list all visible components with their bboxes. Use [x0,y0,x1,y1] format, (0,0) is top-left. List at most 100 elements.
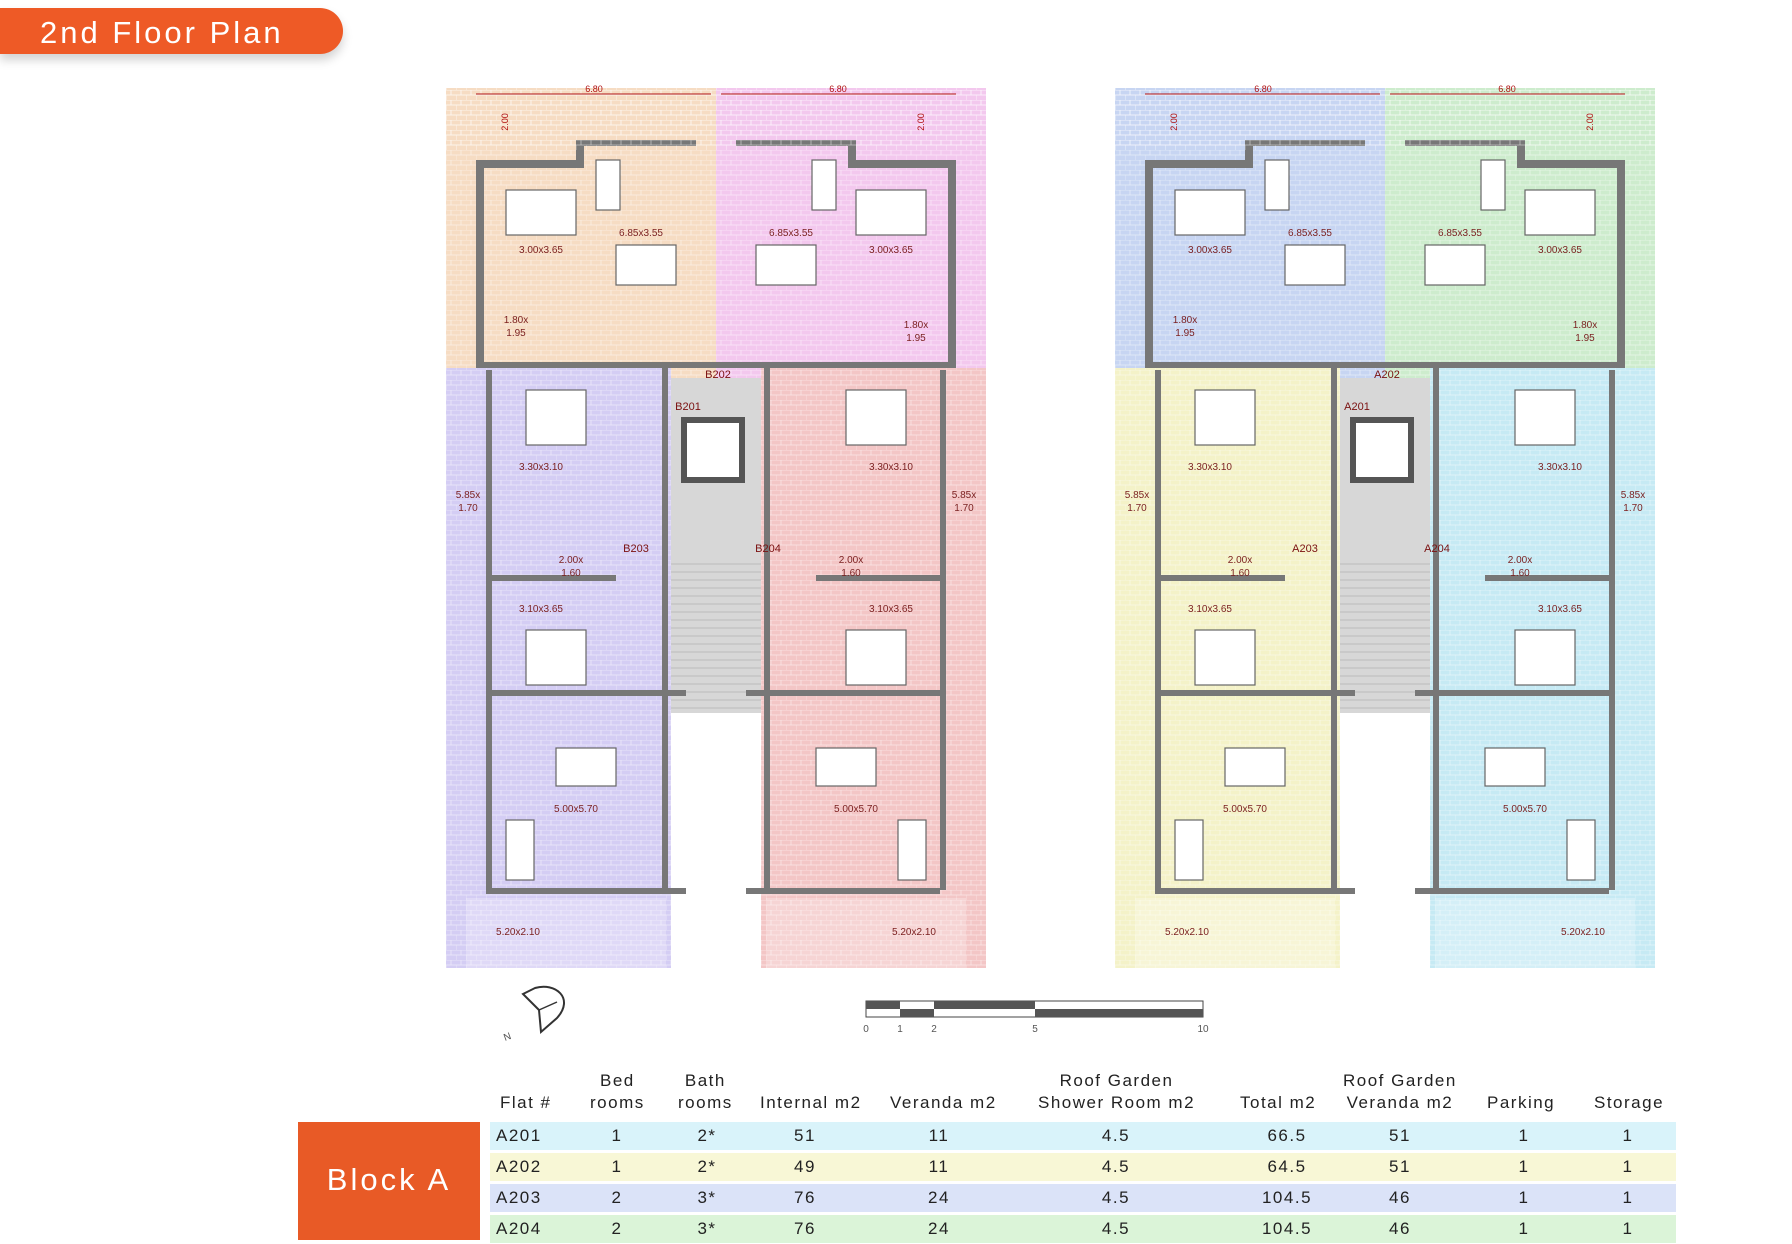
north-arrow-icon: N [502,985,565,1044]
cell-bath: 3* [697,1219,717,1238]
stair-hatch [1340,560,1430,710]
unit-code: B203 [623,543,649,555]
wall [486,888,686,894]
unit-code: B204 [755,543,781,555]
page-title: 2nd Floor Plan [40,15,284,50]
dim-top-right: 6.80 [829,84,847,94]
wall [476,362,956,368]
cell-bath: 3* [697,1188,717,1207]
cell-parking: 1 [1518,1219,1530,1238]
furniture [855,189,927,236]
room-label: 5.20x2.10 [1165,927,1209,938]
cell-parking: 1 [1518,1157,1530,1176]
top-veranda-tile [446,88,986,150]
cell-bed: 1 [611,1157,623,1176]
scale-tick-label: 2 [931,1024,937,1035]
room-label: 5.85x [952,490,976,501]
cell-bath: 2* [697,1126,717,1145]
cell-flat: A204 [496,1219,542,1238]
unit-code: A201 [1344,401,1370,413]
room-label: 5.85x [1125,490,1149,501]
block-label-box: Block A [298,1122,480,1240]
header-storage: Storage [1594,1093,1665,1112]
cell-veranda: 11 [928,1157,950,1176]
room-label: 1.60 [1230,568,1250,579]
room-label: 1.80x [1573,320,1597,331]
wall [1155,888,1355,894]
room-label: 2.00x [839,555,863,566]
furniture [811,159,837,211]
room-label: 3.10x3.65 [1188,604,1232,615]
furniture [525,389,587,446]
lift-shaft [1350,417,1414,483]
scale-tick-label: 10 [1197,1024,1209,1035]
unit-code: B201 [675,401,701,413]
cell-internal: 49 [794,1157,816,1176]
wall [1415,888,1609,894]
furniture [897,819,927,881]
cell-internal: 76 [794,1219,816,1238]
room-label: 3.30x3.10 [1538,462,1582,473]
wall [1145,168,1153,368]
wall [1145,160,1245,168]
furniture [1424,244,1486,286]
furniture [1174,819,1204,881]
room-label: 1.60 [561,568,581,579]
cell-parking: 1 [1518,1126,1530,1145]
room-label: 1.80x [504,315,528,326]
room-label: 2.00x [1508,555,1532,566]
room-label: 2.00x [559,555,583,566]
top-veranda-tile [1115,88,1655,150]
furniture [1514,629,1576,686]
cell-total: 66.5 [1267,1126,1307,1145]
wall [1155,370,1161,890]
cell-flat: A202 [496,1157,542,1176]
cell-rg-veranda: 46 [1389,1188,1411,1207]
scale-tick-label: 0 [863,1024,869,1035]
unit-code: A204 [1424,543,1450,555]
bottom-veranda-left [1135,898,1335,968]
wall [1433,368,1439,888]
cell-storage: 1 [1622,1157,1634,1176]
cell-rg-veranda: 46 [1389,1219,1411,1238]
unit-code: A203 [1292,543,1318,555]
wall [476,168,484,368]
unit-code: B202 [705,369,731,381]
room-label: 5.00x5.70 [554,804,598,815]
wall [1415,690,1609,696]
room-label: 6.85x3.55 [619,228,663,239]
wall [1485,575,1609,581]
wall [1525,160,1625,168]
unit-code: A202 [1374,369,1400,381]
header-internal: Internal m2 [760,1093,862,1112]
wall [576,140,584,168]
wall [1245,140,1253,168]
wall [816,575,940,581]
room-label: 5.00x5.70 [1223,804,1267,815]
room-label: 2.00x [1228,555,1252,566]
room-label: 1.80x [904,320,928,331]
wall [1145,362,1625,368]
room-label: 3.30x3.10 [519,462,563,473]
page-title-tab: 2nd Floor Plan [0,8,343,54]
furniture [1194,389,1256,446]
stair-hatch [671,560,761,710]
wall [1155,690,1355,696]
wall [940,370,946,890]
furniture [1194,629,1256,686]
cell-bed: 2 [611,1188,623,1207]
cell-total: 64.5 [1267,1157,1307,1176]
room-label: 3.00x3.65 [1538,245,1582,256]
header-total: Total m2 [1240,1093,1317,1112]
wall [1331,368,1337,888]
wall [1609,370,1615,890]
cell-rg-shower: 4.5 [1101,1219,1131,1238]
bottom-veranda-right [1435,898,1635,968]
furniture [1514,389,1576,446]
room-label: 6.85x3.55 [1438,228,1482,239]
wall [486,690,686,696]
